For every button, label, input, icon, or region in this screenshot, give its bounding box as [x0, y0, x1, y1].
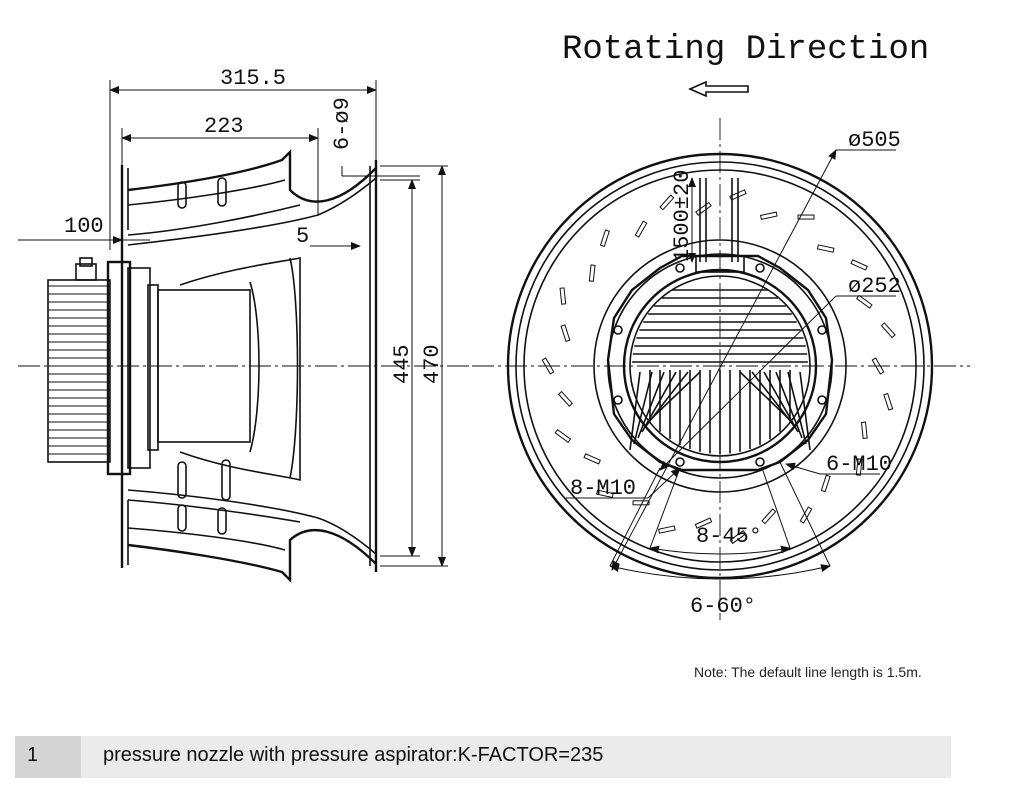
- motor-body: [47, 257, 251, 476]
- side-view: 315.5 223 100 6-ø9 5 445 470: [18, 66, 476, 583]
- dim-flange-angle: 6-60°: [690, 594, 756, 619]
- front-dimensions: ø505 ø252 1500±20 8-M10 6-M10 8-45° 6-60…: [566, 128, 901, 619]
- dim-front-outer-diameter: ø505: [848, 128, 901, 153]
- dim-overall-length: 315.5: [220, 66, 286, 91]
- default-length-note: Note: The default line length is 1.5m.: [694, 664, 922, 680]
- dim-cable-length: 1500±20: [670, 170, 695, 262]
- side-dimensions: 315.5 223 100 6-ø9 5 445 470: [18, 66, 448, 567]
- dim-outer-diameter: 470: [420, 344, 445, 384]
- dim-front-motor-diameter: ø252: [848, 274, 901, 299]
- impeller: [120, 149, 378, 583]
- caption-number-cell: 1: [15, 736, 81, 778]
- dim-inner-diameter: 445: [390, 344, 415, 384]
- dim-flange-threads: 6-M10: [826, 452, 892, 477]
- dim-impeller-length: 223: [204, 114, 244, 139]
- caption-text: pressure nozzle with pressure aspirator:…: [103, 744, 604, 766]
- dim-hub-offset: 100: [64, 214, 104, 239]
- front-view: ø505 ø252 1500±20 8-M10 6-M10 8-45° 6-60…: [472, 118, 970, 620]
- drawing-title: Rotating Direction: [562, 31, 929, 69]
- caption-number: 1: [27, 744, 39, 766]
- dim-motor-threads: 8-M10: [570, 476, 636, 501]
- dim-motor-angle: 8-45°: [696, 524, 762, 549]
- dim-mount-holes: 6-ø9: [330, 97, 355, 150]
- dim-flange-thickness: 5: [296, 224, 309, 249]
- caption-bar: [15, 736, 951, 778]
- rotation-arrow-icon: [688, 80, 749, 98]
